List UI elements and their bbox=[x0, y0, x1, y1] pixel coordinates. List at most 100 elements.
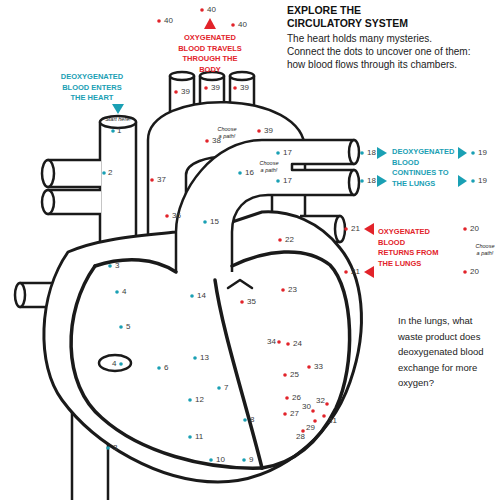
dot bbox=[313, 419, 317, 423]
dot bbox=[286, 342, 290, 346]
dot-number: 3 bbox=[115, 261, 119, 271]
dot bbox=[242, 458, 246, 462]
dot bbox=[157, 366, 161, 370]
vein-pipe-end bbox=[15, 283, 25, 307]
dot-number: 18 bbox=[367, 148, 376, 158]
dot-number: 36 bbox=[172, 211, 181, 221]
dot-number: 1 bbox=[117, 126, 121, 136]
flow-label: DEOXYGENATED BLOOD CONTINUES TO THE LUNG… bbox=[392, 147, 456, 189]
dot-number: 17 bbox=[283, 176, 292, 186]
artery-branch-end bbox=[230, 72, 254, 80]
dot bbox=[203, 220, 207, 224]
dot-number: 29 bbox=[306, 423, 315, 433]
dot-number: 15 bbox=[210, 217, 219, 227]
vein-pipe-end bbox=[42, 190, 54, 214]
dot-number: 27 bbox=[290, 409, 299, 419]
dot-number: 40 bbox=[207, 5, 216, 15]
dot bbox=[344, 227, 348, 231]
dot bbox=[311, 409, 315, 413]
dot-number: 30 bbox=[302, 402, 311, 412]
dot bbox=[209, 458, 213, 462]
flow-arrow bbox=[458, 147, 467, 159]
vein-pipe bbox=[48, 160, 101, 187]
intro-text: The heart holds many mysteries. Connect … bbox=[287, 32, 471, 71]
dot bbox=[188, 398, 192, 402]
pulmonary-artery-end bbox=[349, 170, 359, 195]
dot bbox=[281, 288, 285, 292]
dot-number: 5 bbox=[126, 322, 130, 332]
dot-number: 14 bbox=[197, 291, 206, 301]
dot bbox=[157, 19, 161, 23]
flow-label: OXYGENATED BLOOD TRAVELS THROUGH THE BOD… bbox=[171, 33, 249, 75]
dot bbox=[463, 270, 467, 274]
dot bbox=[119, 362, 123, 366]
flow-arrow bbox=[364, 266, 374, 278]
dot bbox=[283, 373, 287, 377]
dot-number: 12 bbox=[195, 395, 204, 405]
start-note: Start here! bbox=[103, 116, 133, 123]
pulmonary-vein-end bbox=[335, 216, 345, 242]
dot bbox=[276, 151, 280, 155]
chamber-wall bbox=[95, 260, 176, 272]
dot-number: 37 bbox=[157, 175, 166, 185]
dot-number: 4 bbox=[122, 287, 126, 297]
dot-number: 9 bbox=[249, 455, 253, 465]
dot-number: 22 bbox=[285, 235, 294, 245]
septum bbox=[215, 280, 262, 468]
dot-number: 11 bbox=[195, 432, 203, 442]
flow-arrow bbox=[377, 147, 387, 159]
valve bbox=[228, 280, 252, 288]
dot bbox=[106, 446, 110, 450]
dot bbox=[283, 412, 287, 416]
dot bbox=[193, 356, 197, 360]
pulmonary-artery bbox=[176, 140, 354, 272]
dot bbox=[360, 179, 364, 183]
flow-label: DEOXYGENATED BLOOD ENTERS THE HEART bbox=[59, 72, 125, 104]
dot bbox=[165, 214, 169, 218]
dot bbox=[217, 386, 221, 390]
chamber-wall bbox=[232, 252, 350, 468]
title-text: EXPLORE THE CIRCULATORY SYSTEM bbox=[287, 4, 413, 30]
dot bbox=[360, 151, 364, 155]
dot bbox=[277, 340, 281, 344]
dot bbox=[285, 396, 289, 400]
dot-number: 8 bbox=[250, 415, 254, 425]
flow-arrow bbox=[364, 223, 374, 235]
dot-number: 31 bbox=[328, 416, 337, 426]
dot-number: 20 bbox=[470, 224, 479, 234]
dot bbox=[325, 402, 329, 406]
dot-number: 20 bbox=[470, 267, 479, 277]
dot-number: 13 bbox=[200, 353, 209, 363]
dot bbox=[276, 179, 280, 183]
dot-number: 25 bbox=[290, 370, 299, 380]
dot bbox=[278, 238, 282, 242]
dot bbox=[322, 414, 326, 418]
dot-number: 40 bbox=[238, 20, 247, 30]
chamber-wall bbox=[71, 266, 262, 468]
flow-arrow bbox=[458, 175, 467, 187]
dot-number: 32 bbox=[316, 396, 325, 406]
dot bbox=[471, 179, 475, 183]
dot-number: 7 bbox=[224, 383, 228, 393]
question-text: In the lungs, what waste product does de… bbox=[398, 313, 484, 391]
dot bbox=[238, 171, 242, 175]
dot bbox=[200, 8, 204, 12]
dot-number: 4 bbox=[112, 359, 116, 369]
dot-number: 18 bbox=[367, 176, 376, 186]
path-note: Choose a path! bbox=[258, 160, 280, 173]
path-note: Choose a path! bbox=[474, 243, 496, 256]
dot-number: 19 bbox=[478, 176, 487, 186]
dot bbox=[344, 270, 348, 274]
dot bbox=[108, 264, 112, 268]
dot-number: 23 bbox=[288, 285, 297, 295]
dot-number: 17 bbox=[283, 148, 292, 158]
vein-pipe bbox=[48, 190, 101, 214]
dot-number: 39 bbox=[264, 126, 273, 136]
dot-number: 21 bbox=[351, 267, 360, 277]
dot bbox=[102, 171, 106, 175]
dot bbox=[115, 290, 119, 294]
dot bbox=[190, 294, 194, 298]
dot-number: 28 bbox=[296, 432, 305, 442]
dot bbox=[471, 151, 475, 155]
dot-number: 39 bbox=[181, 87, 190, 97]
